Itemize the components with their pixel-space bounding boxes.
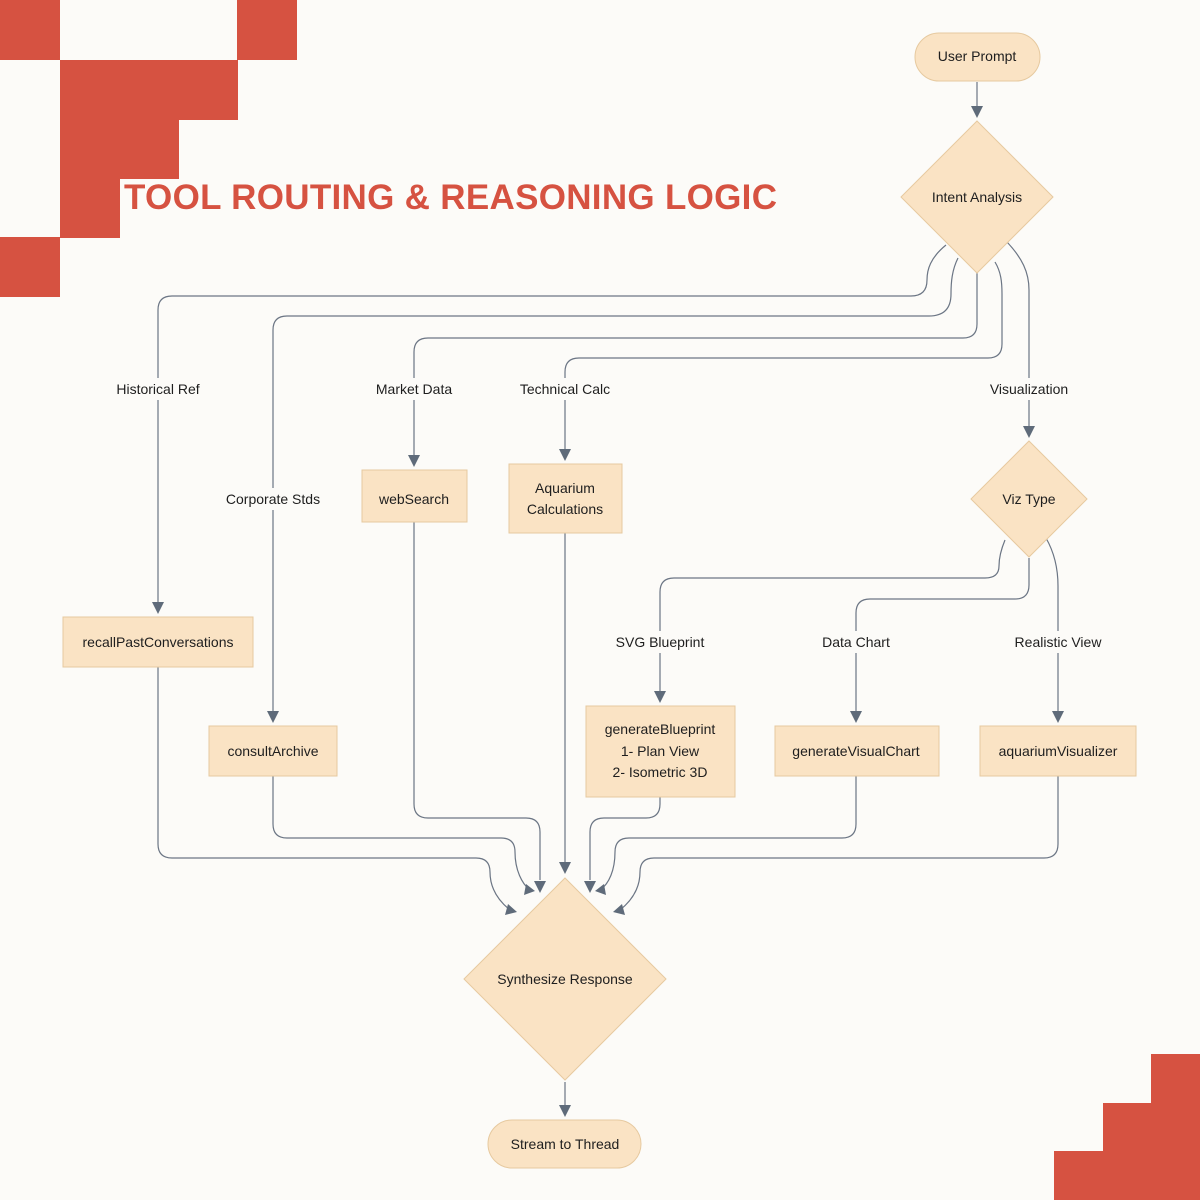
edge-historical-ref (157, 244, 947, 603)
edge-label-svg-blueprint: SVG Blueprint (616, 634, 705, 650)
edge-label-data-chart: Data Chart (822, 634, 890, 650)
edge-label-historical-ref: Historical Ref (116, 381, 199, 397)
edge-technical-calc (564, 261, 1003, 450)
edge-svg-blueprint (659, 539, 1006, 692)
arrowhead (524, 884, 535, 895)
node-label: aquariumVisualizer (999, 743, 1118, 759)
arrowhead (267, 711, 279, 723)
edge-corporate-stds (272, 257, 959, 712)
node-stream-to-thread: Stream to Thread (487, 1119, 642, 1169)
node-label: Stream to Thread (511, 1136, 620, 1152)
node-generate-visual-chart: generateVisualChart (774, 725, 940, 777)
node-label: recallPastConversations (83, 634, 234, 650)
node-label: 1- Plan View (621, 743, 700, 759)
node-viz-type: Viz Type (970, 440, 1088, 558)
arrowhead (584, 881, 596, 893)
arrowhead (1052, 711, 1064, 723)
node-label: consultArchive (227, 743, 318, 759)
arrowhead (559, 449, 571, 461)
node-label: User Prompt (938, 48, 1017, 64)
node-label: 2- Isometric 3D (613, 764, 708, 780)
node-label: Synthesize Response (497, 971, 633, 987)
edge-label-visualization: Visualization (990, 381, 1068, 397)
decor-block (1151, 1054, 1200, 1104)
node-aquarium-visualizer: aquariumVisualizer (979, 725, 1137, 777)
edge-chart-to-synth (599, 775, 857, 891)
decor-block (60, 178, 120, 238)
edge-visualization (1006, 241, 1030, 426)
node-label: Calculations (527, 501, 603, 517)
decor-block (1054, 1151, 1200, 1200)
arrowhead (505, 904, 517, 915)
node-label: generateBlueprint (605, 721, 716, 737)
edge-realistic-view (1045, 537, 1059, 712)
arrowhead (1023, 426, 1035, 438)
decor-block (0, 0, 60, 60)
decor-block (60, 119, 179, 179)
decor-block (0, 237, 60, 297)
node-web-search: webSearch (361, 469, 468, 523)
arrowheads (152, 106, 1064, 1117)
decor-block (237, 0, 297, 60)
edge-visualizer-to-synth (619, 775, 1059, 911)
decor-block (1103, 1103, 1200, 1153)
edge-data-chart (855, 558, 1030, 712)
arrowhead (850, 711, 862, 723)
edge-websearch-to-synth (413, 522, 541, 880)
node-consult-archive: consultArchive (208, 725, 338, 777)
node-recall-past-conversations: recallPastConversations (62, 616, 254, 668)
arrowhead (534, 881, 546, 893)
node-label: webSearch (378, 491, 449, 507)
arrowhead (613, 904, 625, 915)
edges (157, 82, 1059, 1106)
node-aquarium-calculations: Aquarium Calculations (508, 463, 623, 534)
edge-archive-to-synth (272, 775, 531, 891)
arrowhead (595, 884, 606, 895)
arrowhead (408, 455, 420, 467)
edge-label-market-data: Market Data (376, 381, 452, 397)
node-label: Viz Type (1002, 491, 1055, 507)
node-generate-blueprint: generateBlueprint 1- Plan View 2- Isomet… (585, 705, 736, 798)
arrowhead (654, 691, 666, 703)
edge-label-corporate-stds: Corporate Stds (226, 491, 320, 507)
page-title: TOOL ROUTING & REASONING LOGIC (124, 178, 778, 217)
arrowhead (559, 1105, 571, 1117)
decor-block (60, 60, 238, 120)
edge-recall-to-synth (157, 667, 511, 911)
node-label: Intent Analysis (932, 189, 1022, 205)
arrowhead (971, 106, 983, 118)
node-label: Aquarium (535, 480, 595, 496)
node-label: generateVisualChart (792, 743, 919, 759)
edge-labels: Historical Ref Corporate Stds Market Dat… (108, 378, 1108, 653)
edge-label-realistic-view: Realistic View (1015, 634, 1103, 650)
arrowhead (152, 602, 164, 614)
edge-label-technical-calc: Technical Calc (520, 381, 610, 397)
edge-blueprint-to-synth (589, 797, 661, 880)
arrowhead (559, 862, 571, 874)
edge-market-data (413, 270, 978, 456)
node-user-prompt: User Prompt (914, 32, 1041, 82)
node-intent-analysis: Intent Analysis (900, 120, 1054, 274)
node-synthesize-response: Synthesize Response (463, 877, 667, 1081)
